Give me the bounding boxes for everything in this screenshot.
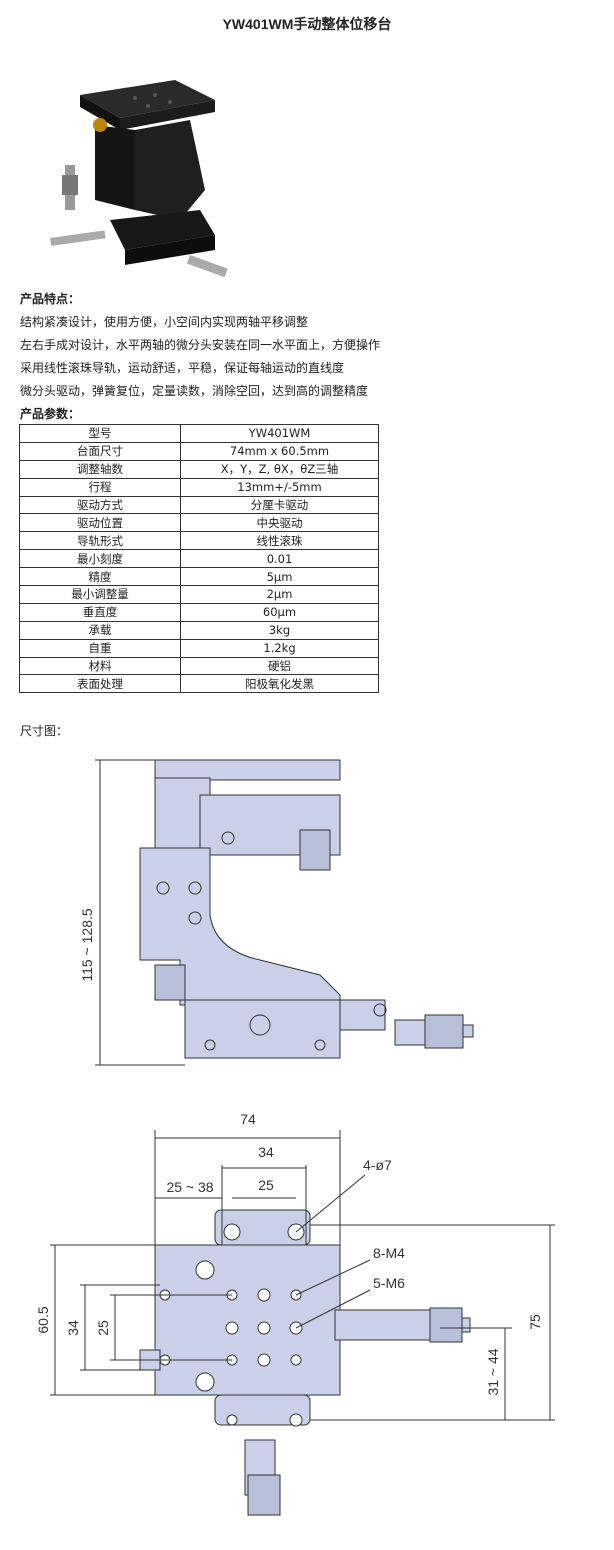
label-4-holes: 4-ø7 [363, 1157, 392, 1173]
param-row: 材料硬铝 [19, 656, 379, 676]
dim-34-v: 34 [65, 1320, 81, 1336]
dim-74: 74 [240, 1111, 256, 1127]
params-heading: 产品参数： [20, 407, 81, 421]
param-key: 驱动方式 [19, 495, 181, 515]
param-value: YW401WM [180, 424, 379, 443]
param-row: 驱动位置中央驱动 [19, 513, 379, 533]
feature-line: 结构紧凑设计，使用方便，小空间内实现两轴平移调整 [20, 315, 309, 329]
dim-25: 25 [258, 1177, 274, 1193]
label-5-m6: 5-M6 [373, 1275, 405, 1291]
dim-60-5: 60.5 [35, 1306, 51, 1333]
feature-line: 左右手成对设计，水平两轴的微分头安装在同一水平面上，方便操作 [20, 338, 381, 352]
dim-75: 75 [527, 1314, 543, 1330]
param-key: 自重 [19, 638, 181, 658]
feature-line: 采用线性滚珠导轨，运动舒适，平稳，保证每轴运动的直线度 [20, 361, 345, 375]
param-key: 行程 [19, 477, 181, 497]
dims-heading: 尺寸图： [20, 724, 69, 738]
param-row: 导轨形式线性滚珠 [19, 531, 379, 551]
param-row: 表面处理阳极氧化发黑 [19, 674, 379, 694]
page-title: YW401WM手动整体位移台 [222, 16, 392, 32]
dim-25-v: 25 [95, 1320, 111, 1336]
param-row: 驱动方式分厘卡驱动 [19, 495, 379, 515]
dim-31-44: 31 ~ 44 [485, 1348, 501, 1395]
feature-line: 微分头驱动，弹簧复位，定量读数，消除空回，达到高的调整精度 [20, 384, 369, 398]
dim-34: 34 [258, 1144, 274, 1160]
param-value: 阳极氧化发黑 [180, 674, 379, 694]
param-value: 分厘卡驱动 [180, 495, 379, 515]
param-key: 导轨形式 [19, 531, 181, 551]
param-key: 驱动位置 [19, 513, 181, 533]
param-value: 线性滚珠 [180, 531, 379, 551]
param-value: 2μm [180, 585, 379, 604]
label-8-m4: 8-M4 [373, 1245, 405, 1261]
features-heading: 产品特点： [20, 292, 81, 306]
product-photo [49, 80, 228, 278]
param-value: X，Y，Z, θX，θZ三轴 [180, 459, 379, 479]
dim-height: 115 ~ 128.5 [79, 908, 95, 982]
param-value: 1.2kg [180, 638, 379, 658]
param-key: 表面处理 [19, 674, 181, 694]
dim-25-38: 25 ~ 38 [166, 1179, 213, 1195]
